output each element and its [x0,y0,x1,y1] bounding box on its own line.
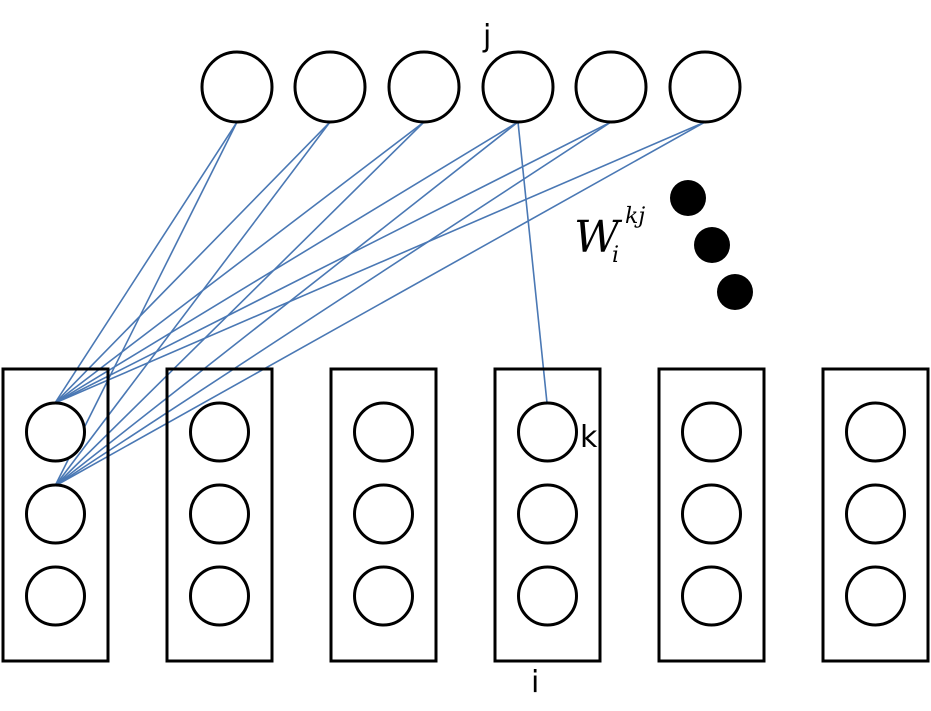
edge-top3-to-node1 [54,121,425,404]
group-node [189,565,250,627]
bottom-layer [1,367,930,663]
group-box [165,367,274,663]
edge-top6-to-node2 [54,121,706,487]
group-node [845,565,906,627]
group-node [189,483,250,545]
group-node [681,565,742,627]
group-node [353,401,414,463]
group-box [493,367,602,663]
edge-top3-to-node2 [54,121,425,487]
ellipsis-dot-2 [694,227,730,263]
ellipsis-dot-3 [717,274,753,310]
edge-j-to-k [517,121,548,404]
ellipsis-dot-1 [670,180,706,216]
ellipsis-dots [670,180,753,310]
top-layer [200,50,742,124]
node-group-3 [329,367,438,663]
group-node [517,565,578,627]
top-node-6 [668,50,742,124]
node-group-4 [493,367,602,663]
group-box [1,367,110,663]
edge-top4-to-node2 [54,121,519,487]
weight-label: W i kj [574,204,645,268]
weight-subscript: i [612,243,619,268]
group-node [845,401,906,463]
edge-top5-to-node1 [54,121,612,404]
group-node [25,483,86,545]
group-node [353,483,414,545]
edge-top5-to-node2 [54,121,612,487]
top-node-1 [200,50,274,124]
node-group-6 [821,367,930,663]
group-box [657,367,766,663]
group-node [845,483,906,545]
group-node [517,401,578,463]
group-node [681,401,742,463]
group-box [821,367,930,663]
label-j: j [482,19,491,54]
group-node [25,565,86,627]
top-node-4 [481,50,555,124]
group-box [329,367,438,663]
node-group-2 [165,367,274,663]
group-node [517,483,578,545]
label-i: i [531,665,539,700]
weight-superscript: kj [625,204,645,229]
group-node [25,401,86,463]
group-node [353,565,414,627]
connection-edges [54,121,706,487]
edge-top6-to-node1 [54,121,706,404]
top-node-2 [293,50,367,124]
top-node-3 [387,50,461,124]
edge-top4-to-node1 [54,121,519,404]
node-group-5 [657,367,766,663]
node-group-1 [1,367,110,663]
top-node-5 [574,50,648,124]
edge-top2-to-node2 [54,121,331,487]
edge-top1-to-node1 [54,121,238,404]
group-node [189,401,250,463]
weight-base: W [574,212,623,263]
edge-top2-to-node1 [54,121,331,404]
group-node [681,483,742,545]
edge-top1-to-node2 [54,121,238,487]
label-k: k [580,420,598,455]
